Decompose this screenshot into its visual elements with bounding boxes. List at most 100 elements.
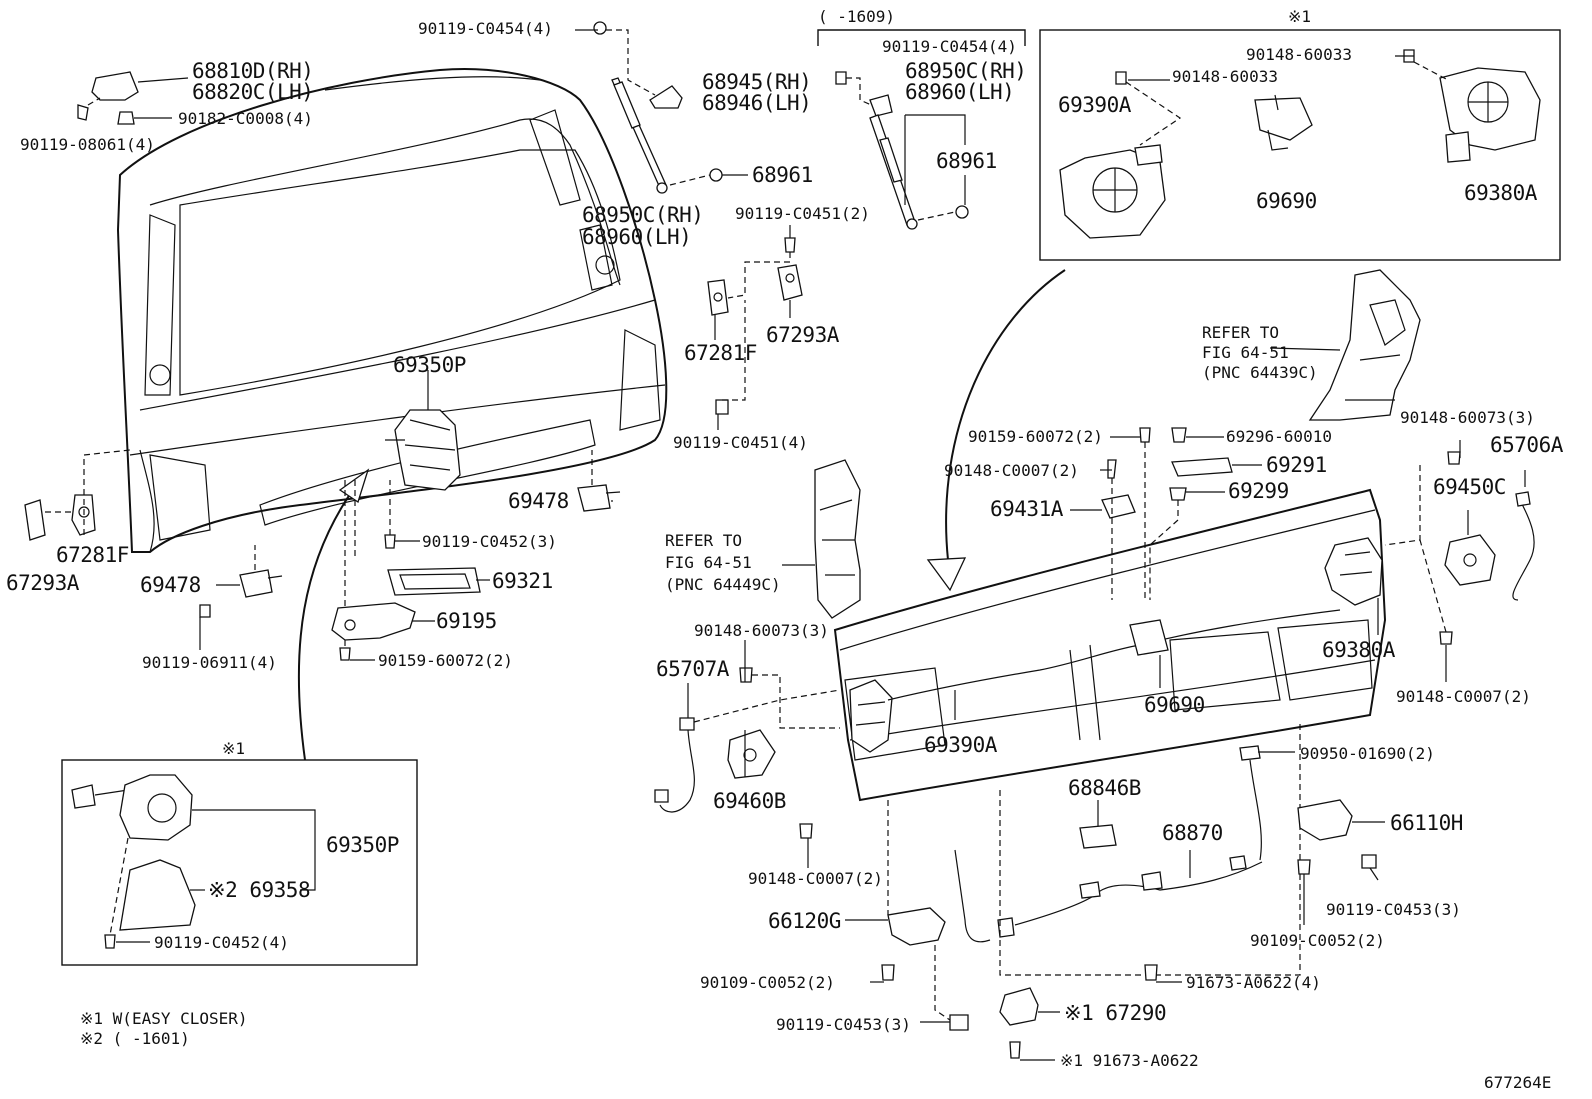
label-69350p-a: 69350P <box>393 353 466 377</box>
refer-right-line3: (PNC 64439C) <box>1202 363 1318 382</box>
label-68820c: 68820C(LH) <box>192 80 313 104</box>
cable-69690 <box>887 609 1341 701</box>
label-69296: 69296-60010 <box>1226 427 1332 446</box>
label-90119-c0452-b: 90119-C0452(4) <box>154 933 289 952</box>
label-90109-c0052-a: 90109-C0052(2) <box>1250 931 1385 950</box>
inset-frame-bottom-left <box>61 759 418 966</box>
label-90119-c0451-b: 90119-C0451(4) <box>673 433 808 452</box>
label-90109-c0052-b: 90109-C0052(2) <box>700 973 835 992</box>
trim-panel-left <box>814 459 861 619</box>
arrowhead-right <box>926 557 967 592</box>
stopper-67281f-middle <box>707 237 803 415</box>
label-69478-b: 69478 <box>140 573 201 597</box>
clip-68846b <box>1079 824 1117 849</box>
label-90182: 90182-C0008(4) <box>178 109 313 128</box>
switch-67290 <box>999 964 1158 1059</box>
label-91673-a0622-a: 91673-A0622(4) <box>1186 973 1321 992</box>
label-69195: 69195 <box>436 609 497 633</box>
label-68961-b: 68961 <box>936 149 997 173</box>
label-69431a: 69431A <box>990 497 1064 521</box>
label-68946: 68946(LH) <box>702 91 811 115</box>
label-90159-60072-a: 90159-60072(2) <box>378 651 513 670</box>
gas-strut-left <box>611 77 748 194</box>
switch-65707a <box>654 667 841 813</box>
lock-69380a-installed <box>1324 537 1383 606</box>
label-68950c-a: 68950C(RH) <box>582 203 703 227</box>
label-90119-06911: 90119-06911(4) <box>142 653 277 672</box>
bumper-67281f-left <box>24 449 131 541</box>
actuator-69390a-installed <box>849 679 893 753</box>
refer-right-line1: REFER TO <box>1202 323 1279 342</box>
refer-left-line2: FIG 64-51 <box>665 553 752 572</box>
label-69450c: 69450C <box>1433 475 1506 499</box>
refer-right-line2: FIG 64-51 <box>1202 343 1289 362</box>
label-65706a: 65706A <box>1490 433 1564 457</box>
label-90148-c0007-b: 90148-C0007(2) <box>1396 687 1531 706</box>
label-67293a-a: 67293A <box>766 323 840 347</box>
label-65707a: 65707A <box>656 657 730 681</box>
striker-69450c <box>1384 451 1535 645</box>
label-90119-c0454-b: 90119-C0454(4) <box>882 37 1017 56</box>
label-68810d: 68810D(RH) <box>192 59 313 83</box>
latch-assembly-69350p <box>385 409 461 491</box>
sensor-68810d <box>77 71 189 125</box>
striker-69460b <box>727 729 813 839</box>
cover-69321 <box>387 567 481 596</box>
sensor-66110h <box>1297 799 1377 875</box>
label-67281f-b: 67281F <box>56 543 129 567</box>
label-90119-08061: 90119-08061(4) <box>20 135 155 154</box>
bracket-69195 <box>331 602 416 661</box>
cable-clip-69690 <box>1129 619 1169 656</box>
back-door-panel <box>116 68 668 553</box>
label-67293a-b: 67293A <box>6 571 80 595</box>
label-69690-a: 69690 <box>1256 189 1317 213</box>
label-69390a-b: 69390A <box>924 733 998 757</box>
label-67281f-a: 67281F <box>684 341 757 365</box>
label-68950c-b: 68950C(RH) <box>905 59 1026 83</box>
sensor-66120g <box>881 800 969 1031</box>
label-90119-c0451-a: 90119-C0451(2) <box>735 204 870 223</box>
label-90119-c0454-a: 90119-C0454(4) <box>418 19 553 38</box>
label-69460b: 69460B <box>713 789 786 813</box>
strut-bracket-68945 <box>593 21 683 109</box>
gas-strut-right <box>817 29 1026 230</box>
switch-69478 <box>199 450 621 618</box>
label-90148-60033-b: 90148-60033 <box>1172 67 1278 86</box>
note-date-range: ※2 ( -1601) <box>80 1029 190 1048</box>
label-68846b: 68846B <box>1068 776 1141 800</box>
label-66110h: 66110H <box>1390 811 1463 835</box>
note-easy-closer: ※1 W(EASY CLOSER) <box>80 1009 248 1028</box>
label-top-range: ( -1609) <box>818 7 895 26</box>
refer-left-line3: (PNC 64449C) <box>665 575 781 594</box>
label-90148-60033-a: 90148-60033 <box>1246 45 1352 64</box>
refer-left-line1: REFER TO <box>665 531 742 550</box>
label-69690-b: 69690 <box>1144 693 1205 717</box>
label-69350p-b: 69350P <box>326 833 399 857</box>
label-90148-60073-b: 90148-60073(3) <box>694 621 829 640</box>
label-69291: 69291 <box>1266 453 1327 477</box>
label-90119-c0453-a: 90119-C0453(3) <box>1326 900 1461 919</box>
label-91673-a0622-b: ※1 91673-A0622 <box>1060 1051 1199 1070</box>
label-69299: 69299 <box>1228 479 1289 503</box>
harness-68870 <box>954 720 1301 976</box>
label-90159-60072-b: 90159-60072(2) <box>968 427 1103 446</box>
label-66120g: 66120G <box>768 909 841 933</box>
inset-top-right-parts <box>1059 49 1541 239</box>
labels: 90119-C0454(4) 68810D(RH) 68820C(LH) 901… <box>6 7 1564 1092</box>
pointer-arrow-right <box>945 269 1066 561</box>
label-69380a-a: 69380A <box>1464 181 1538 205</box>
label-69321: 69321 <box>492 569 553 593</box>
label-inset-mark-bottom: ※1 <box>222 739 245 758</box>
leader-lines <box>116 29 1526 1061</box>
label-68945: 68945(RH) <box>702 70 811 94</box>
label-67290: ※1 67290 <box>1064 1001 1166 1025</box>
label-68960-a: 68960(LH) <box>582 225 691 249</box>
label-68961-a: 68961 <box>752 163 813 187</box>
label-69380a-b: 69380A <box>1322 638 1396 662</box>
label-68960-b: 68960(LH) <box>905 80 1014 104</box>
label-90950: 90950-01690(2) <box>1300 744 1435 763</box>
label-90148-c0007-a: 90148-C0007(2) <box>944 461 1079 480</box>
pointer-arrow-left <box>297 479 361 761</box>
label-90148-60073-a: 90148-60073(3) <box>1400 408 1535 427</box>
